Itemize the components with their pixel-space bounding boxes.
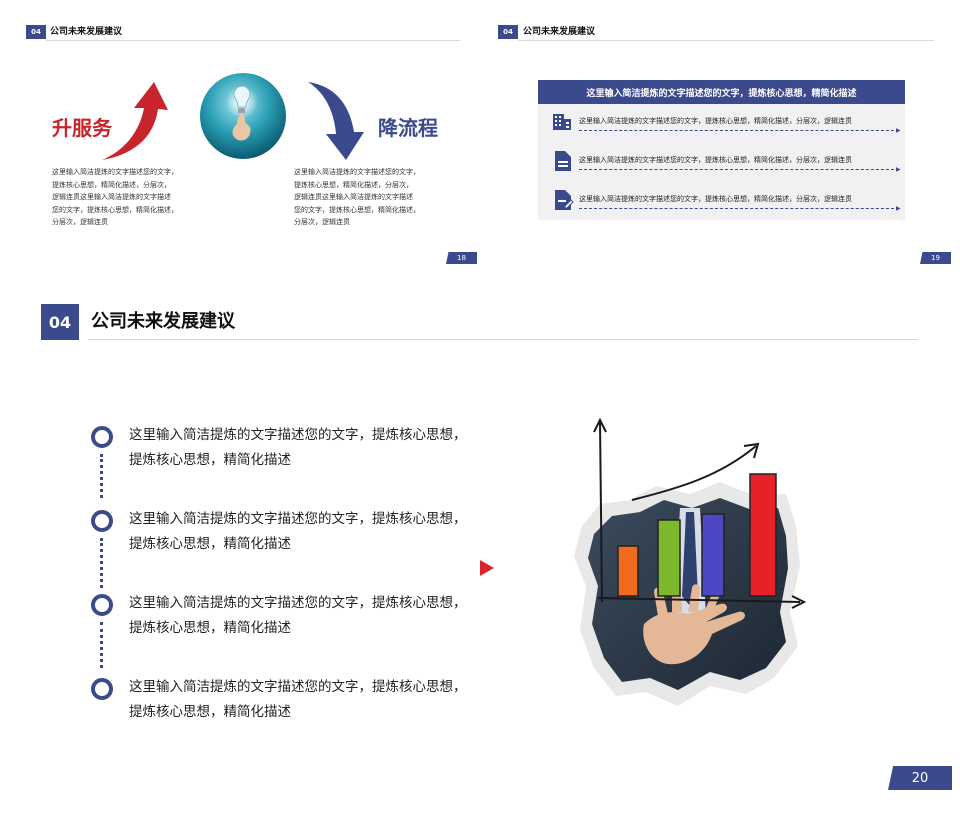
list-item-text: 这里输入简洁提炼的文字描述您的文字，提炼核心思想，精简化描述，分层次，逻辑连贯 — [579, 156, 852, 164]
title-divider — [46, 40, 460, 41]
document-icon — [555, 151, 571, 171]
text-line: 您的文字，提炼核心思想，精简化描述， — [52, 205, 178, 214]
dashed-divider — [579, 169, 899, 170]
timeline-ring-icon — [91, 594, 113, 616]
slide-title: 公司未来发展建议 — [50, 27, 123, 37]
info-panel: 这里输入简洁提炼的文字描述您的文字，提炼核心思想，精简化描述 这里输入简洁提炼的… — [538, 80, 905, 220]
text-line: 逻辑连贯这里输入简洁提炼的文字描述 — [294, 193, 413, 201]
timeline-ring-icon — [91, 678, 113, 700]
info-panel-header: 这里输入简洁提炼的文字描述您的文字，提炼核心思想，精简化描述 — [538, 80, 905, 104]
list-item: 这里输入简洁提炼的文字描述您的文字，提炼核心思想，精简化描述，分层次，逻辑连贯 … — [552, 188, 904, 224]
timeline-connector — [100, 622, 106, 668]
list-item-text: 这里输入简洁提炼的文字描述您的文字，提炼核心思想，精简化描述，分层次，逻辑连贯 — [579, 117, 852, 125]
timeline-item: 这里输入简洁提炼的文字描述您的文字，提炼核心思想， 提炼核心思想，精简化描述 — [129, 591, 467, 641]
section-badge: 04 — [26, 25, 46, 39]
section-badge: 04 — [41, 304, 79, 340]
slide-20: 04 公司未来发展建议 这里输入简洁提炼的文字描述您的文字，提炼核心思想， 提炼… — [0, 280, 960, 816]
slide-title: 公司未来发展建议 — [91, 311, 235, 332]
dashed-divider — [579, 208, 899, 209]
red-triangle-icon — [480, 560, 494, 576]
text-line: 您的文字，提炼核心思想，精简化描述， — [294, 205, 420, 214]
item-line: 提炼核心思想，精简化描述 — [129, 452, 291, 468]
timeline-item: 这里输入简洁提炼的文字描述您的文字，提炼核心思想， 提炼核心思想，精简化描述 — [129, 423, 467, 473]
item-line: 这里输入简洁提炼的文字描述您的文字，提炼核心思想， — [129, 427, 467, 443]
text-line: 这里输入简洁提炼的文字描述您的文字， — [52, 168, 178, 176]
list-item: 这里输入简洁提炼的文字描述您的文字，提炼核心思想，精简化描述，分层次，逻辑连贯 … — [552, 110, 904, 146]
red-up-arrow-icon — [102, 82, 168, 160]
text-line: 提炼核心思想，精简化描述，分层次， — [52, 180, 171, 189]
left-heading: 升服务 — [52, 116, 112, 140]
item-line: 提炼核心思想，精简化描述 — [129, 620, 291, 636]
title-divider — [88, 339, 918, 340]
item-line: 提炼核心思想，精简化描述 — [129, 704, 291, 720]
item-line: 这里输入简洁提炼的文字描述您的文字，提炼核心思想， — [129, 511, 467, 527]
text-line: 逻辑连贯这里输入简洁提炼的文字描述 — [52, 193, 171, 201]
right-paragraph: 这里输入简洁提炼的文字描述您的文字， 提炼核心思想，精简化描述，分层次， 逻辑连… — [294, 166, 454, 229]
left-paragraph: 这里输入简洁提炼的文字描述您的文字， 提炼核心思想，精简化描述，分层次， 逻辑连… — [52, 166, 212, 229]
document-edit-icon — [555, 190, 574, 210]
list-item: 这里输入简洁提炼的文字描述您的文字，提炼核心思想，精简化描述，分层次，逻辑连贯 … — [552, 149, 904, 185]
timeline-item: 这里输入简洁提炼的文字描述您的文字，提炼核心思想， 提炼核心思想，精简化描述 — [129, 675, 467, 725]
list-item-text: 这里输入简洁提炼的文字描述您的文字，提炼核心思想，精简化描述，分层次，逻辑连贯 — [579, 195, 852, 203]
building-icon — [553, 114, 571, 130]
title-divider — [518, 40, 934, 41]
slide-19: 04 公司未来发展建议 这里输入简洁提炼的文字描述您的文字，提炼核心思想，精简化… — [480, 0, 960, 268]
timeline-connector — [100, 538, 106, 588]
timeline-connector — [100, 454, 106, 498]
section-badge: 04 — [498, 25, 518, 39]
text-line: 分层次，逻辑连贯 — [294, 218, 350, 226]
item-line: 提炼核心思想，精简化描述 — [129, 536, 291, 552]
growth-chart-hand-illustration — [574, 417, 807, 706]
text-line: 提炼核心思想，精简化描述，分层次， — [294, 180, 413, 189]
arrow-right-icon: ▶ — [896, 127, 901, 134]
page-number: 18 — [446, 252, 477, 264]
lightbulb-circle-image — [200, 73, 286, 159]
slide-title: 公司未来发展建议 — [523, 27, 596, 37]
timeline-ring-icon — [91, 426, 113, 448]
arrow-right-icon: ▶ — [896, 205, 901, 212]
page-number: 19 — [920, 252, 951, 264]
blue-down-arrow-icon — [308, 82, 364, 160]
text-line: 这里输入简洁提炼的文字描述您的文字， — [294, 168, 420, 176]
page-number: 20 — [888, 766, 952, 790]
item-line: 这里输入简洁提炼的文字描述您的文字，提炼核心思想， — [129, 679, 467, 695]
timeline-item: 这里输入简洁提炼的文字描述您的文字，提炼核心思想， 提炼核心思想，精简化描述 — [129, 507, 467, 557]
dashed-divider — [579, 130, 899, 131]
slide-18: 04 公司未来发展建议 升服务 降流程 这里输入简洁提炼的文字描述您的 — [0, 0, 480, 268]
text-line: 分层次，逻辑连贯 — [52, 218, 108, 226]
arrow-right-icon: ▶ — [896, 166, 901, 173]
right-heading: 降流程 — [378, 116, 438, 140]
timeline-ring-icon — [91, 510, 113, 532]
item-line: 这里输入简洁提炼的文字描述您的文字，提炼核心思想， — [129, 595, 467, 611]
